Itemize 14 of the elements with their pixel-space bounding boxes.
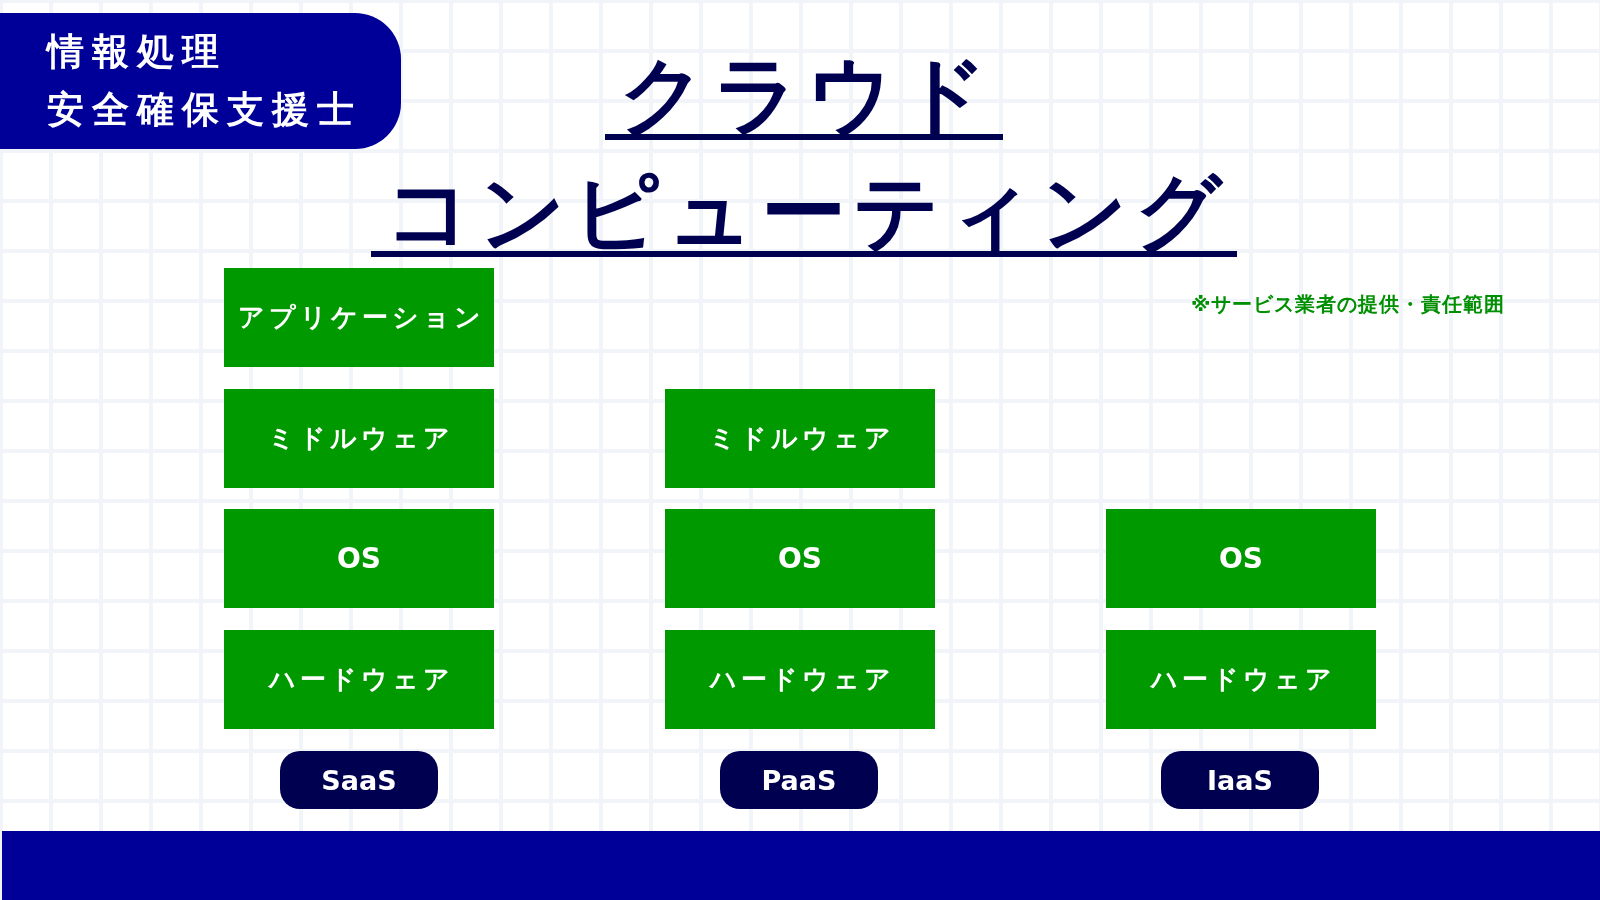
- service-model-tag: PaaS: [720, 751, 878, 809]
- layer-box: ハードウェア: [224, 630, 494, 729]
- layer-box: ハードウェア: [1106, 630, 1376, 729]
- layer-box: OS: [1106, 509, 1376, 608]
- service-model-tag: IaaS: [1161, 751, 1319, 809]
- layer-box: ハードウェア: [665, 630, 935, 729]
- layer-box: アプリケーション: [224, 268, 494, 367]
- layer-box: ミドルウェア: [665, 389, 935, 488]
- footnote: ※サービス業者の提供・責任範囲: [1191, 291, 1506, 318]
- layer-box: OS: [665, 509, 935, 608]
- layer-box: OS: [224, 509, 494, 608]
- header-badge: 情報処理安全確保支援士: [0, 13, 401, 149]
- layer-box: ミドルウェア: [224, 389, 494, 488]
- service-model-tag: SaaS: [280, 751, 438, 809]
